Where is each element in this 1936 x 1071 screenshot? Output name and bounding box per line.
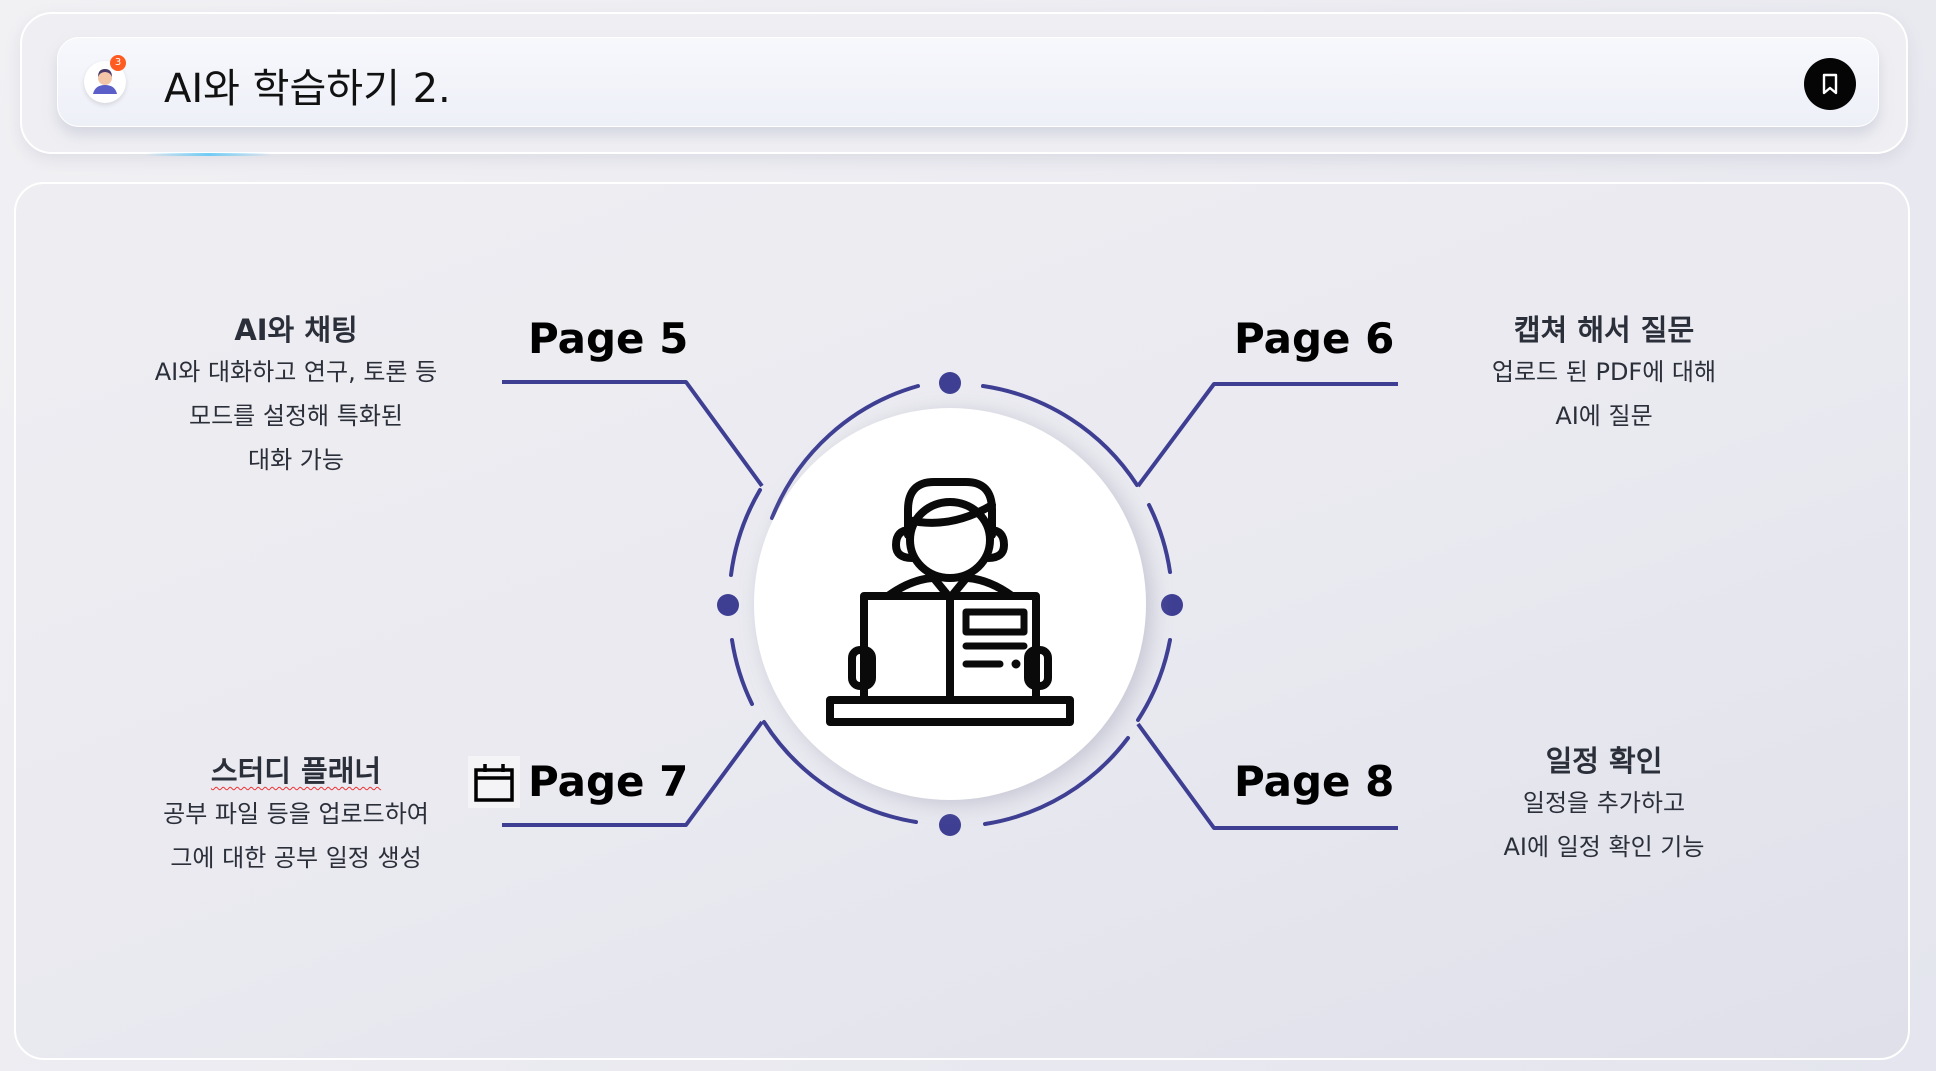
notification-badge: 3: [110, 55, 126, 71]
feature-desc-schedule-check: 일정을 추가하고 AI에 일정 확인 기능: [1454, 781, 1754, 869]
feature-desc-line: 대화 가능: [248, 446, 344, 474]
connector-page6: [1136, 382, 1398, 488]
ring-arcs: [729, 384, 1172, 826]
connector-lines: [502, 380, 1398, 830]
student-reading-book-icon: [826, 478, 1074, 726]
feature-title-study-planner: 스터디 플래너: [146, 748, 446, 790]
page-title: AI와 학습하기 2.: [164, 66, 451, 112]
feature-desc-line: AI에 일정 확인 기능: [1503, 833, 1705, 861]
feature-desc-ai-chat: AI와 대화하고 연구, 토론 등 모드를 설정해 특화된 대화 가능: [116, 350, 476, 482]
feature-desc-line: 일정을 추가하고: [1522, 789, 1686, 817]
feature-title-text: 스터디 플래너: [210, 754, 382, 788]
ring-arc-right: [1147, 503, 1172, 574]
header-accent-glow: [146, 153, 271, 156]
calendar-icon-box: [468, 756, 520, 808]
connector-page7: [502, 720, 764, 827]
ring-dot-bottom: [939, 814, 961, 836]
feature-desc-line: AI와 대화하고 연구, 토론 등: [154, 358, 438, 386]
connector-page8: [1136, 722, 1398, 830]
bookmark-icon: [1822, 73, 1838, 95]
ring-dots: [717, 372, 1183, 836]
connector-page5: [502, 380, 764, 488]
ring-arc-left-low: [730, 638, 754, 706]
ring-dot-right: [1161, 594, 1183, 616]
feature-desc-study-planner: 공부 파일 등을 업로드하여 그에 대한 공부 일정 생성: [116, 792, 476, 880]
feature-title-ai-chat: AI와 채팅: [234, 313, 358, 347]
feature-title-schedule-check: 일정 확인: [1545, 744, 1663, 778]
feature-desc-line: 그에 대한 공부 일정 생성: [170, 844, 422, 872]
feature-desc-capture-question: 업로드 된 PDF에 대해 AI에 질문: [1454, 350, 1754, 438]
ring-arc-bottom-left: [762, 720, 918, 824]
page-label-6: Page 6: [1234, 314, 1395, 363]
ring-arc-top-right: [981, 384, 1139, 487]
calendar-icon: [474, 764, 514, 802]
ring-arc-top: [770, 384, 920, 520]
page-label-5: Page 5: [528, 314, 689, 363]
feature-desc-line: 업로드 된 PDF에 대해: [1491, 358, 1717, 386]
feature-desc-line: AI에 질문: [1555, 402, 1653, 430]
feature-title-capture-question: 캡쳐 해서 질문: [1513, 313, 1695, 347]
page-label-7: Page 7: [528, 757, 689, 806]
ring-arc-bottom-right: [983, 736, 1130, 826]
feature-desc-line: 모드를 설정해 특화된: [189, 402, 403, 430]
ring-arc-right-low: [1136, 638, 1172, 722]
bookmark-button[interactable]: [1804, 58, 1856, 110]
header-bar: [57, 37, 1879, 127]
ring-arc-left: [729, 488, 762, 577]
ring-dot-top: [939, 372, 961, 394]
page-label-8: Page 8: [1234, 757, 1395, 806]
ring-dot-left: [717, 594, 739, 616]
feature-desc-line: 공부 파일 등을 업로드하여: [163, 800, 429, 828]
user-avatar-icon: [93, 69, 117, 94]
avatar[interactable]: 3: [84, 55, 126, 103]
